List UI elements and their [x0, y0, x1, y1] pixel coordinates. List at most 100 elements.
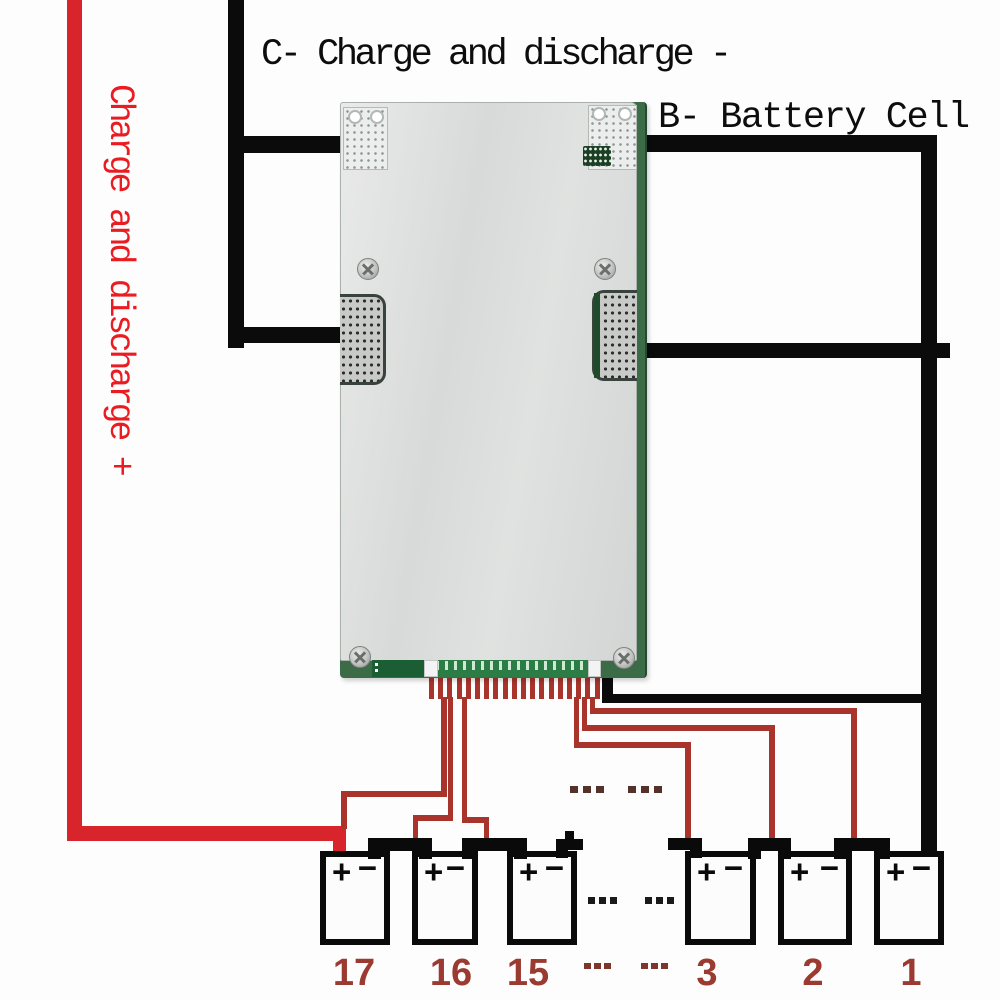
battery-plus-terminal: + [790, 853, 810, 890]
series-link-segment [462, 838, 527, 851]
sense-wire-segment [341, 791, 447, 797]
series-link-segment [834, 838, 890, 851]
battery-cell: +− [778, 851, 852, 945]
negative-wire-segment [641, 343, 950, 358]
sense-wire-segment [462, 817, 489, 823]
connector-pin [475, 676, 480, 699]
battery-minus-terminal: − [723, 849, 743, 886]
series-link-segment [419, 838, 432, 859]
sense-wire-segment [441, 697, 447, 795]
ellipsis-dot-group [628, 786, 662, 793]
screw [594, 258, 616, 280]
battery-minus-terminal: − [544, 849, 564, 886]
series-link-segment [368, 838, 381, 859]
battery-number: 3 [696, 952, 718, 994]
sense-wire-segment [448, 697, 453, 819]
label-battery-cell: B- Battery Cell [658, 97, 970, 139]
battery-number: 17 [332, 952, 376, 994]
pcb-marking [375, 669, 378, 672]
positive-wire-segment [67, 0, 82, 841]
negative-wire-segment [228, 0, 244, 348]
connector-pin [429, 676, 434, 699]
shield-window-left [340, 294, 386, 385]
ellipsis-dot-group [645, 897, 674, 904]
series-link-segment [556, 839, 583, 850]
battery-plus-terminal: + [697, 853, 717, 890]
series-link-segment [748, 838, 761, 859]
mounting-hole [370, 110, 384, 124]
connector-pin [447, 676, 453, 699]
battery-cell: +− [685, 851, 756, 945]
pcb-marking [375, 663, 378, 666]
sense-wire-segment [574, 742, 691, 748]
sense-wire-segment [685, 742, 691, 845]
negative-wire-segment [240, 327, 344, 343]
mounting-hole [348, 110, 362, 124]
ellipsis-dot-group [588, 897, 617, 904]
ellipsis-dot-group [641, 963, 668, 969]
connector-key-block [588, 660, 601, 677]
battery-minus-terminal: − [357, 849, 377, 886]
connector-pin [539, 676, 545, 699]
pcb-chip [583, 146, 611, 166]
sense-wire-segment [484, 817, 489, 850]
battery-plus-terminal: + [424, 853, 444, 890]
connector-pin [511, 676, 517, 699]
sense-wire-segment [582, 725, 775, 731]
bms-board-plate [340, 102, 637, 661]
sense-wire-segment [590, 697, 595, 712]
connector-pin [530, 676, 536, 699]
connector-pin [456, 676, 462, 699]
series-link-segment [690, 838, 702, 858]
connector-pin [576, 676, 582, 699]
series-link-segment [834, 838, 847, 859]
ellipsis-dot-group [584, 963, 611, 969]
connector-pin [484, 676, 490, 699]
screw [349, 646, 371, 668]
battery-minus-terminal: − [819, 849, 839, 886]
pcb-edge-sliver [594, 293, 600, 378]
connector-pin [594, 676, 600, 699]
sense-wire-segment [574, 697, 579, 746]
screw [613, 647, 635, 669]
battery-number: 1 [900, 952, 922, 994]
sense-wire-segment [769, 725, 775, 845]
connector-pad-row [430, 661, 598, 670]
connector-pin [502, 676, 508, 699]
battery-number: 15 [506, 952, 550, 994]
mounting-hole [618, 107, 632, 121]
negative-wire-segment [244, 136, 344, 153]
battery-plus-terminal: + [519, 853, 539, 890]
battery-cell: +− [412, 851, 478, 945]
label-charge-discharge-plus: Charge and discharge + [100, 84, 140, 474]
battery-plus-terminal: + [332, 853, 352, 890]
sense-wire-segment [341, 791, 347, 829]
series-link-segment [556, 839, 568, 858]
battery-number: 16 [429, 952, 473, 994]
connector-pin [521, 676, 526, 699]
connector-key-block [424, 660, 438, 677]
connector-pin [567, 676, 572, 699]
series-link-segment [877, 838, 890, 859]
sense-wire-segment [851, 708, 857, 843]
mounting-hole [592, 107, 606, 121]
connector-pin [438, 676, 444, 699]
series-link-segment [565, 831, 574, 840]
label-charge-discharge-minus: C- Charge and discharge - [261, 34, 732, 76]
battery-number: 2 [802, 952, 824, 994]
connector-pin [585, 676, 591, 699]
ellipsis-dot-group [570, 786, 604, 793]
negative-wire-segment [641, 135, 937, 152]
negative-wire-segment [602, 694, 928, 703]
sense-wire-segment [413, 815, 453, 821]
connector-pin [548, 676, 554, 699]
series-link-segment [778, 838, 791, 859]
positive-wire-segment [67, 826, 346, 841]
battery-cell: +− [320, 851, 390, 945]
negative-wire-segment [921, 135, 937, 852]
connector-pin [493, 676, 499, 699]
screw [357, 258, 379, 280]
series-link-segment [514, 838, 527, 859]
sense-wire-segment [590, 708, 857, 714]
battery-minus-terminal: − [445, 849, 465, 886]
